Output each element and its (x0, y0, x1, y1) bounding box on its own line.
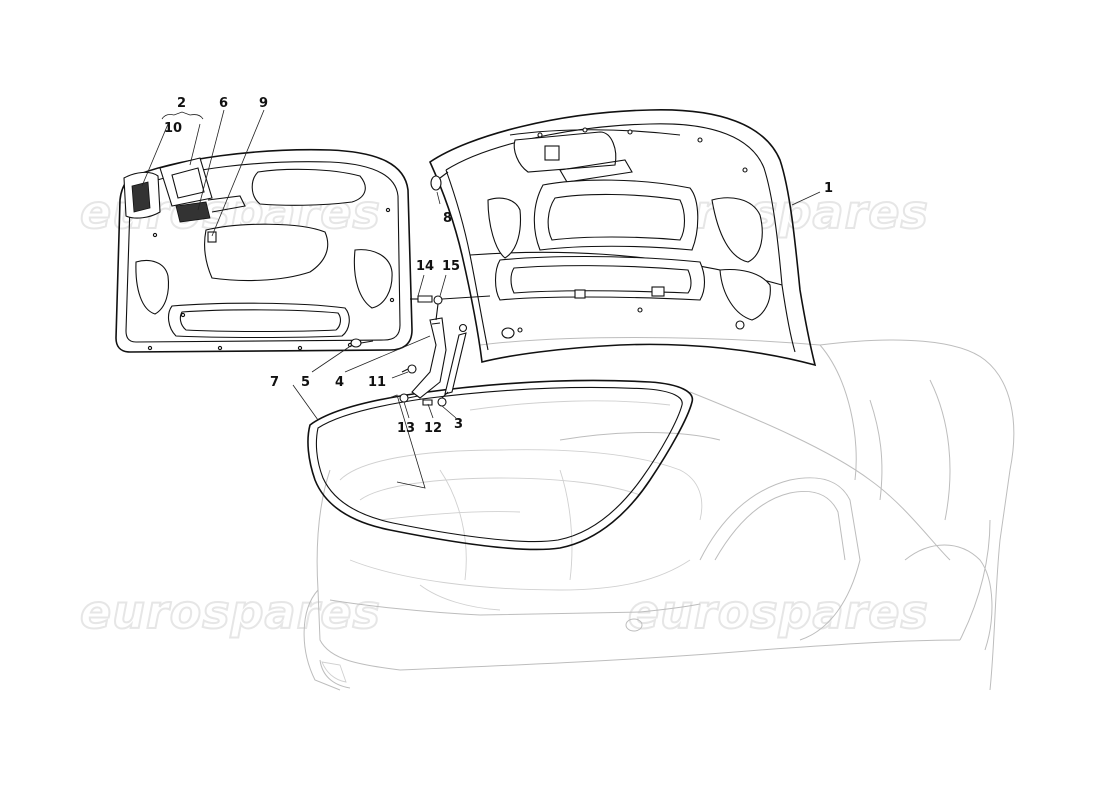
watermark-bottom-right: eurospares (628, 585, 929, 639)
callout-12: 12 (424, 421, 442, 436)
callout-6: 6 (219, 96, 228, 111)
trunk-seal (307, 379, 694, 551)
hinge-assembly (399, 295, 491, 407)
inner-trim-panel (115, 148, 413, 353)
callout-14: 14 (416, 259, 434, 274)
callout-13: 13 (397, 421, 415, 436)
leader-13-box (388, 394, 426, 489)
callout-2: 2 (177, 96, 186, 111)
callout-7: 7 (270, 375, 279, 390)
callout-9: 9 (259, 96, 268, 111)
buffer-8 (430, 171, 449, 191)
callout-10: 10 (164, 121, 182, 136)
callout-11: 11 (368, 375, 386, 390)
trunk-cavity (339, 400, 703, 611)
push-clip-5 (350, 338, 374, 348)
trunk-lid (428, 109, 817, 367)
callout-3: 3 (454, 417, 463, 432)
callout-15: 15 (442, 259, 460, 274)
watermark-bottom-left: eurospares (80, 585, 381, 639)
callout-5: 5 (301, 375, 310, 390)
callout-8: 8 (443, 211, 452, 226)
callout-4: 4 (335, 375, 344, 390)
leader-lines (141, 109, 821, 421)
callout-1: 1 (824, 181, 833, 196)
car-body-outline (303, 337, 1015, 691)
callouts: 1 2 3 4 5 6 7 8 9 10 11 12 13 14 15 (164, 96, 833, 436)
